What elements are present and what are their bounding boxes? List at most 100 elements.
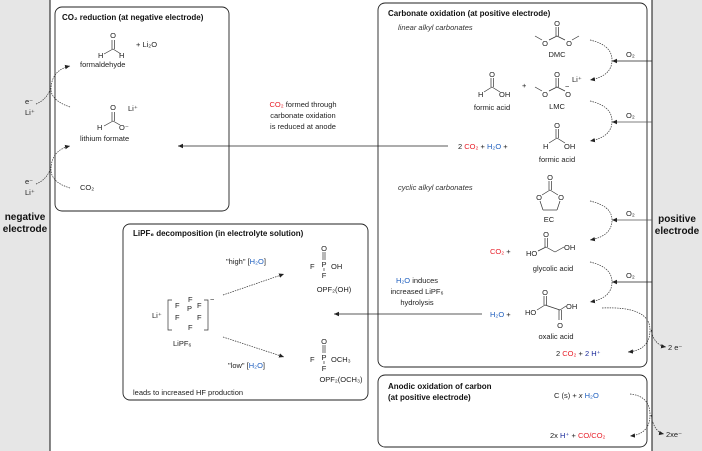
linear-carbonates-heading: linear alkyl carbonates — [398, 23, 473, 32]
svg-text:O: O — [489, 70, 495, 79]
formic-acid-label: formic acid — [539, 155, 575, 164]
formic-acid-structure: O H OH — [478, 70, 510, 99]
svg-text:O: O — [321, 244, 327, 253]
svg-text:O: O — [547, 173, 553, 182]
svg-text:F: F — [197, 313, 202, 322]
electron-output-label: 2 e⁻ — [668, 343, 682, 352]
svg-text:F: F — [322, 271, 327, 280]
anodic-oxidation-title: Anodic oxidation of carbon — [388, 382, 492, 391]
co2-product: CO₂ + — [490, 247, 511, 256]
svg-text:−: − — [565, 82, 570, 91]
reduction-curved-arrow — [50, 144, 71, 189]
lithium-formate-structure: O H O⁻ Li⁺ — [97, 103, 138, 132]
svg-text:O: O — [110, 103, 116, 112]
svg-text:O: O — [542, 39, 548, 48]
oxalic-acid-structure: O HO OH O — [525, 288, 577, 330]
svg-text:O⁻: O⁻ — [119, 123, 129, 132]
svg-text:−: − — [210, 295, 215, 304]
lithium-ion: Li⁺ — [572, 75, 582, 84]
svg-text:O: O — [536, 193, 542, 202]
svg-text:OH: OH — [564, 142, 575, 151]
lmc-structure: O O O − — [534, 70, 571, 99]
svg-text:H: H — [478, 90, 483, 99]
low-water-arrow — [222, 336, 285, 358]
electron-label: e⁻ — [25, 177, 33, 186]
plus-sign: + — [522, 81, 527, 90]
svg-text:OH: OH — [499, 90, 510, 99]
lithium-ion-label: Li⁺ — [25, 188, 35, 197]
reduction-curved-arrow — [50, 64, 71, 108]
svg-text:H: H — [97, 123, 102, 132]
svg-text:H: H — [98, 51, 103, 60]
oxygen-label: O₂ — [626, 50, 635, 59]
svg-text:OH: OH — [331, 262, 342, 271]
lipf6-decomposition-panel — [122, 223, 369, 401]
svg-text:F: F — [175, 313, 180, 322]
oxidation-curved-arrow — [601, 307, 651, 354]
hydrolysis-note: H₂O induces — [396, 276, 438, 285]
formic-acid-structure: O H OH — [543, 121, 575, 151]
electron-output-label: 2xe⁻ — [666, 430, 682, 439]
electron-output-arrow — [650, 414, 665, 436]
dmc-label: DMC — [548, 50, 566, 59]
lipf6-label: LiPF₆ — [173, 339, 191, 348]
oxidation-curved-arrow — [589, 200, 613, 242]
svg-text:F: F — [322, 364, 327, 373]
formaldehyde-structure: O H H — [98, 31, 124, 60]
co2-transfer-note: CO₂ formed through — [269, 100, 336, 109]
svg-text:O: O — [557, 321, 563, 330]
carbonate-oxidation-title: Carbonate oxidation (at positive electro… — [388, 9, 551, 18]
lipf6-title: LiPF₆ decomposition (in electrolyte solu… — [133, 229, 304, 238]
glycolic-acid-label: glycolic acid — [533, 264, 573, 273]
electron-input-arrow — [35, 169, 51, 185]
water-product: H₂O + — [490, 310, 511, 319]
opf2oh-label: OPF₂(OH) — [317, 285, 352, 294]
svg-text:P: P — [321, 353, 326, 362]
carbon-water-reactants: C (s) + x H₂O — [554, 391, 599, 400]
svg-text:O: O — [558, 193, 564, 202]
svg-text:OH: OH — [564, 243, 575, 252]
oxalic-acid-label: oxalic acid — [538, 332, 573, 341]
co2-reduction-panel — [54, 6, 230, 212]
svg-text:O: O — [321, 337, 327, 346]
svg-text:OH: OH — [566, 302, 577, 311]
svg-text:O: O — [110, 31, 116, 40]
lithium-formate-label: lithium formate — [80, 134, 129, 143]
oxygen-label: O₂ — [626, 271, 635, 280]
carbon-oxidation-products: 2x H⁺ + CO/CO₂ — [550, 431, 606, 440]
co2-water-products: 2 CO₂ + H₂O + — [458, 142, 508, 151]
svg-text:O: O — [554, 121, 560, 130]
formic-acid-label: formic acid — [474, 103, 510, 112]
high-water-label: "high" [H₂O] — [226, 257, 266, 266]
oxidation-curved-arrow — [589, 261, 613, 304]
oxidation-curved-arrow — [629, 393, 651, 438]
electron-output-arrow — [650, 329, 667, 349]
svg-text:HO: HO — [525, 308, 536, 317]
li2o-product: + Li₂O — [136, 40, 157, 49]
co2-transfer-note-line2: carbonate oxidation — [270, 111, 335, 120]
electron-input-arrow — [35, 89, 51, 105]
svg-text:F: F — [188, 295, 193, 304]
oxidation-curved-arrow — [589, 100, 613, 143]
hf-production-note: leads to increased HF production — [133, 388, 243, 397]
lmc-label: LMC — [549, 102, 565, 111]
svg-text:H: H — [119, 51, 124, 60]
ec-label: EC — [544, 215, 555, 224]
hydrolysis-note-line2: increased LiPF₆ — [390, 287, 443, 296]
electron-label: e⁻ — [25, 97, 33, 106]
opf2och3-structure: O P F OCH₃ F — [310, 337, 351, 373]
high-water-arrow — [222, 273, 285, 296]
svg-text:O: O — [542, 288, 548, 297]
svg-text:H: H — [543, 142, 548, 151]
svg-text:F: F — [188, 323, 193, 332]
negative-electrode-band — [0, 0, 50, 451]
svg-text:F: F — [197, 301, 202, 310]
formaldehyde-label: formaldehyde — [80, 60, 125, 69]
opf2oh-structure: O P F OH F — [310, 244, 342, 280]
svg-text:P: P — [321, 260, 326, 269]
glycolic-acid-structure: O HO OH — [526, 230, 575, 258]
svg-text:O: O — [554, 19, 560, 28]
lipf6-structure: Li⁺ − P F F F F F F — [152, 295, 215, 332]
